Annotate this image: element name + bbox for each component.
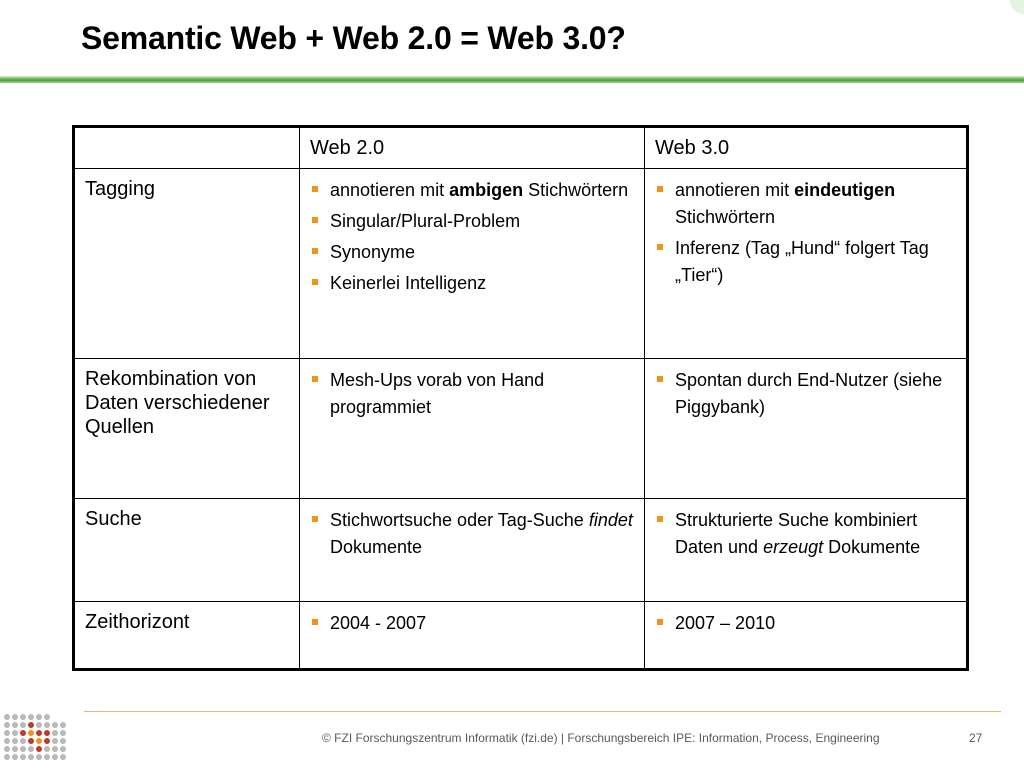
logo-dot [20,754,26,760]
logo-dot [28,730,34,736]
bullet-list: Spontan durch End-Nutzer (siehe Piggyban… [655,367,956,421]
logo-dot [20,746,26,752]
cell-web3: 2007 – 2010 [644,601,968,670]
list-item: Strukturierte Suche kombiniert Daten und… [655,507,956,561]
logo-dot [52,754,58,760]
table-row: Zeithorizont 2004 - 2007 2007 – 2010 [73,601,968,670]
header-cell-web2: Web 2.0 [299,126,645,169]
cell-web3: Strukturierte Suche kombiniert Daten und… [644,498,968,602]
logo-dot [4,722,10,728]
logo-dot [36,738,42,744]
header-cell-web3: Web 3.0 [644,126,968,169]
logo-dot [36,714,42,720]
logo-dot [12,722,18,728]
header-cell-empty [73,126,300,169]
logo-dot [44,738,50,744]
logo-dot [60,754,66,760]
logo-dot [52,746,58,752]
logo-dot [44,730,50,736]
list-item: 2004 - 2007 [310,610,634,637]
table-row: Tagging annotieren mit ambigen Stichwört… [73,168,968,359]
corner-decoration [1010,0,1024,14]
logo-dot [60,746,66,752]
logo-dot [60,730,66,736]
logo-dot [20,738,26,744]
logo-dot [4,738,10,744]
slide-title: Semantic Web + Web 2.0 = Web 3.0? [81,20,626,56]
fzi-logo-dots-icon [4,714,66,760]
logo-dot [36,746,42,752]
list-item: Inferenz (Tag „Hund“ folgert Tag „Tier“) [655,235,956,289]
logo-dot [4,714,10,720]
row-label: Rekombination von Daten verschiedener Qu… [73,358,300,499]
logo-dot [36,730,42,736]
cell-web2: Mesh-Ups vorab von Hand programmiet [299,358,645,499]
logo-dot [20,730,26,736]
list-item: Keinerlei Intelligenz [310,270,634,297]
row-label: Zeithorizont [73,601,300,670]
list-item: Mesh-Ups vorab von Hand programmiet [310,367,634,421]
list-item: annotieren mit eindeutigen Stichwörtern [655,177,956,231]
footer-divider [84,711,1001,712]
table-row: Suche Stichwortsuche oder Tag-Suche find… [73,498,968,602]
bullet-list: Stichwortsuche oder Tag-Suche findet Dok… [310,507,634,561]
logo-dot [4,746,10,752]
list-item: Singular/Plural-Problem [310,208,634,235]
logo-dot [28,714,34,720]
page-number: 27 [969,731,983,745]
logo-dot [12,746,18,752]
logo-dot [12,754,18,760]
logo-dot [28,754,34,760]
list-item: 2007 – 2010 [655,610,956,637]
title-underline [0,76,1024,83]
logo-dot [44,746,50,752]
table-row: Rekombination von Daten verschiedener Qu… [73,358,968,499]
list-item: annotieren mit ambigen Stichwörtern [310,177,634,204]
logo-dot [12,714,18,720]
list-item: Stichwortsuche oder Tag-Suche findet Dok… [310,507,634,561]
bullet-list: Mesh-Ups vorab von Hand programmiet [310,367,634,421]
logo-dot [44,714,50,720]
comparison-table: Web 2.0 Web 3.0 Tagging annotieren mit a… [72,125,969,671]
logo-dot [52,722,58,728]
logo-dot [44,722,50,728]
footer-copyright: © FZI Forschungszentrum Informatik (fzi.… [322,731,880,745]
logo-dot [28,746,34,752]
logo-dot [20,714,26,720]
logo-dot [4,730,10,736]
row-label: Tagging [73,168,300,359]
table-header-row: Web 2.0 Web 3.0 [73,126,968,169]
list-item: Spontan durch End-Nutzer (siehe Piggyban… [655,367,956,421]
logo-dot [36,754,42,760]
list-item: Synonyme [310,239,634,266]
logo-dot [44,754,50,760]
bullet-list: Strukturierte Suche kombiniert Daten und… [655,507,956,561]
logo-dot [60,722,66,728]
logo-dot [52,730,58,736]
logo-dot [28,722,34,728]
row-label: Suche [73,498,300,602]
cell-web2: Stichwortsuche oder Tag-Suche findet Dok… [299,498,645,602]
logo-dot [52,738,58,744]
bullet-list: 2004 - 2007 [310,610,634,637]
logo-dot [20,722,26,728]
logo-dot [60,738,66,744]
logo-dot [12,738,18,744]
logo-dot [4,754,10,760]
logo-dot [36,722,42,728]
bullet-list: 2007 – 2010 [655,610,956,637]
logo-dot [28,738,34,744]
cell-web2: 2004 - 2007 [299,601,645,670]
logo-dot [12,730,18,736]
cell-web3: Spontan durch End-Nutzer (siehe Piggyban… [644,358,968,499]
